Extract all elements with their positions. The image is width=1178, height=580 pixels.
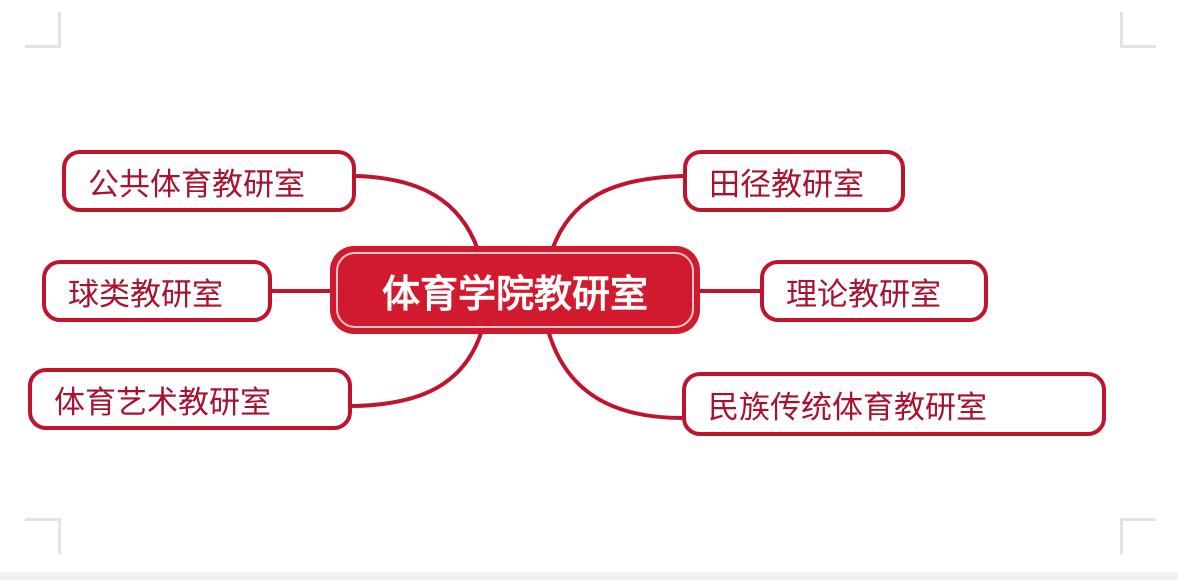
corner-mark	[1120, 12, 1156, 48]
corner-mark	[1120, 518, 1156, 554]
node-theory[interactable]: 理论教研室	[760, 260, 988, 322]
node-ball-sports[interactable]: 球类教研室	[42, 260, 272, 322]
node-label: 理论教研室	[786, 276, 941, 313]
node-track-field[interactable]: 田径教研室	[683, 150, 905, 212]
node-sports-art[interactable]: 体育艺术教研室	[28, 368, 352, 430]
corner-mark	[25, 12, 61, 48]
bottom-bar	[0, 572, 1178, 580]
center-node[interactable]: 体育学院教研室	[330, 246, 700, 334]
center-label: 体育学院教研室	[336, 252, 694, 328]
corner-mark	[25, 518, 61, 554]
node-label: 公共体育教研室	[88, 166, 305, 203]
connector-left-top	[355, 174, 480, 251]
node-label: 田径教研室	[709, 166, 864, 203]
connector-right-bottom	[546, 329, 683, 420]
node-label: 球类教研室	[68, 276, 223, 313]
connector-right-top	[550, 174, 684, 251]
connector-left-bottom	[351, 329, 484, 408]
node-label: 民族传统体育教研室	[708, 389, 987, 426]
node-label: 体育艺术教研室	[54, 384, 271, 421]
node-traditional-sports[interactable]: 民族传统体育教研室	[682, 372, 1106, 436]
node-public-pe[interactable]: 公共体育教研室	[62, 150, 356, 212]
